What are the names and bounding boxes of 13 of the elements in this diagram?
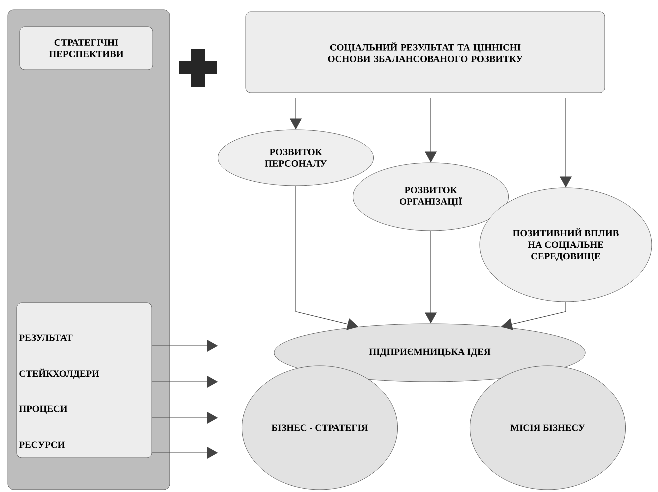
list-item: РЕЗУЛЬТАТ	[19, 334, 73, 342]
list-item: СТЕЙКХОЛДЕРИ	[20, 368, 100, 380]
node-label: БІЗНЕС - СТРАТЕГІЯ	[272, 424, 368, 432]
list-item: РЕСУРСИ	[19, 442, 66, 448]
ellipse-node: ПОЗИТИВНИЙ ВПЛИВ НА СОЦІАЛЬНЕ СЕРЕДОВИЩЕ	[480, 188, 652, 302]
text-box: СТРАТЕГІЧНІ ПЕРСПЕКТИВИ	[20, 26, 154, 70]
ellipse-node: МІСІЯ БІЗНЕСУ	[470, 366, 626, 490]
ellipse-node: ПІДПРИЄМНИЦЬКА ІДЕЯ	[274, 324, 586, 382]
ellipse-node: РОЗВИТОК ОРГАНІЗАЦІЇ	[353, 162, 509, 232]
ellipse-node: БІЗНЕС - СТРАТЕГІЯ	[242, 366, 398, 490]
text-box: СОЦІАЛЬНИЙ РЕЗУЛЬТАТ ТА ЦІННІСНІ ОСНОВИ ЗБАЛАНСОВАНОГО РОЗВИТКУ	[246, 12, 606, 94]
ellipse-node: РОЗВИТОК ПЕРСОНАЛУ	[218, 130, 374, 186]
list-item: ПРОЦЕСИ	[19, 406, 68, 414]
